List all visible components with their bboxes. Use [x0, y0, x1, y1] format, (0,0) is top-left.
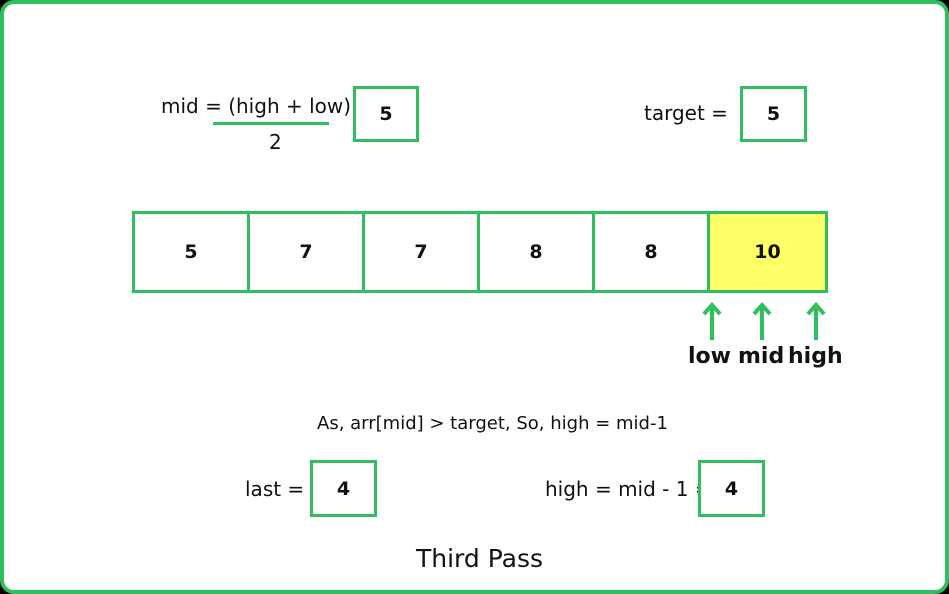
mid-arrow-icon [752, 302, 772, 340]
pass-caption: Third Pass [416, 544, 544, 573]
high-pointer-label: high [788, 344, 843, 369]
mid-pointer-label: mid [738, 344, 785, 369]
array-cell: 7 [250, 214, 365, 290]
target-label: target = [644, 101, 728, 125]
fraction-line [213, 122, 329, 125]
low-arrow-icon [702, 302, 722, 340]
high-arrow-icon [806, 302, 826, 340]
mid-formula-denominator: 2 [269, 130, 282, 154]
array-cell: 8 [480, 214, 595, 290]
array-cell: 8 [595, 214, 710, 290]
last-value-box: 4 [310, 460, 377, 517]
last-label: last = [245, 477, 305, 501]
array-cell-highlighted: 10 [710, 214, 825, 290]
array-cell: 7 [365, 214, 480, 290]
mid-result-box: 5 [353, 86, 419, 142]
high-update-value-box: 4 [698, 460, 765, 517]
target-value-box: 5 [740, 86, 807, 142]
condition-text: As, arr[mid] > target, So, high = mid-1 [317, 413, 668, 434]
low-pointer-label: low [688, 344, 731, 369]
mid-formula-label: mid = (high + low) = [161, 94, 375, 118]
high-update-label: high = mid - 1 = [545, 477, 712, 501]
array: 5 7 7 8 8 10 [132, 211, 828, 293]
array-cell: 5 [135, 214, 250, 290]
